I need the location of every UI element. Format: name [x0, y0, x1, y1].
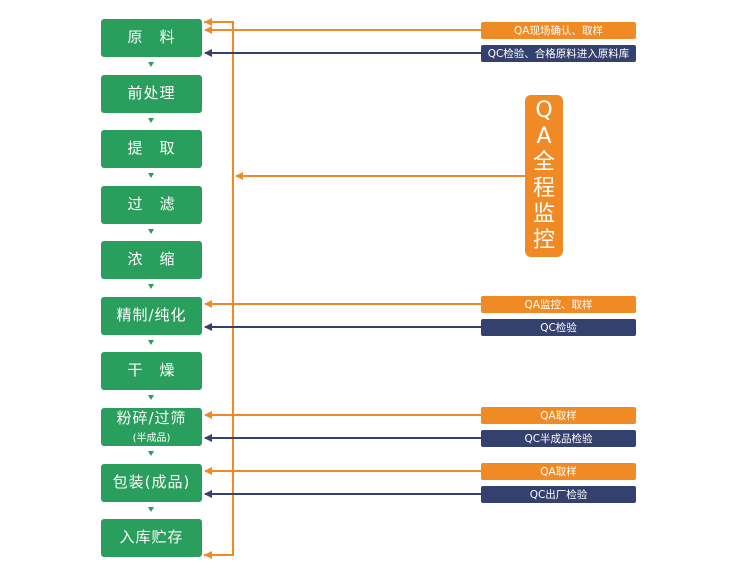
step-label: 精制/纯化	[116, 306, 187, 325]
step-label: 原 料	[127, 28, 176, 47]
flow-arrow-icon	[148, 284, 154, 289]
step-label: 浓 缩	[127, 250, 176, 269]
qa-tag-label: QA现场确认、取样	[514, 25, 603, 37]
step-label: 前处理	[127, 84, 176, 103]
step-label: 入库贮存	[119, 528, 184, 547]
step-label: 干 燥	[127, 361, 176, 380]
step-drying: 干 燥	[101, 352, 202, 390]
step-concentration: 浓 缩	[101, 241, 202, 279]
flow-arrow-icon	[148, 62, 154, 67]
flow-arrow-icon	[148, 229, 154, 234]
qa-tag: QA现场确认、取样	[481, 22, 636, 39]
step-refining: 精制/纯化	[101, 297, 202, 335]
step-pretreatment: 前处理	[101, 75, 202, 113]
step-crushing: 粉碎/过筛 (半成品)	[101, 408, 202, 446]
qa-tag: QA取样	[481, 463, 636, 480]
step-packaging: 包装(成品)	[101, 464, 202, 502]
flow-arrow-icon	[148, 340, 154, 345]
qa-tag: QA取样	[481, 407, 636, 424]
qa-monitor-label: QA全程监控	[532, 98, 555, 253]
qa-tag-label: QA监控、取样	[524, 299, 593, 311]
qa-tag-label: QA取样	[540, 466, 577, 478]
step-filtration: 过 滤	[101, 186, 202, 224]
step-label: 提 取	[127, 139, 176, 158]
step-raw-material: 原 料	[101, 19, 202, 57]
qc-tag-label: QC半成品检验	[524, 433, 593, 445]
flow-arrow-icon	[148, 395, 154, 400]
qa-tag: QA监控、取样	[481, 296, 636, 313]
qc-tag-label: QC检验	[540, 322, 577, 334]
flow-arrow-icon	[148, 173, 154, 178]
qa-monitor-badge: QA全程监控	[525, 95, 563, 257]
flow-arrow-icon	[148, 507, 154, 512]
flow-arrow-icon	[148, 118, 154, 123]
qa-trunk-line	[204, 21, 234, 556]
step-label: 粉碎/过筛	[116, 409, 187, 428]
step-storage: 入库贮存	[101, 519, 202, 557]
flow-arrow-icon	[148, 451, 154, 456]
qc-tag-label: QC检验、合格原料进入原料库	[487, 48, 630, 60]
step-extraction: 提 取	[101, 130, 202, 168]
step-label: 包装(成品)	[112, 473, 191, 492]
step-label: 过 滤	[127, 195, 176, 214]
qc-tag: QC检验	[481, 319, 636, 336]
qc-tag: QC出厂检验	[481, 486, 636, 503]
qc-tag-label: QC出厂检验	[529, 489, 588, 501]
qc-tag: QC半成品检验	[481, 430, 636, 447]
qa-tag-label: QA取样	[540, 410, 577, 422]
qc-tag: QC检验、合格原料进入原料库	[481, 45, 636, 62]
step-sublabel: (半成品)	[132, 432, 171, 444]
